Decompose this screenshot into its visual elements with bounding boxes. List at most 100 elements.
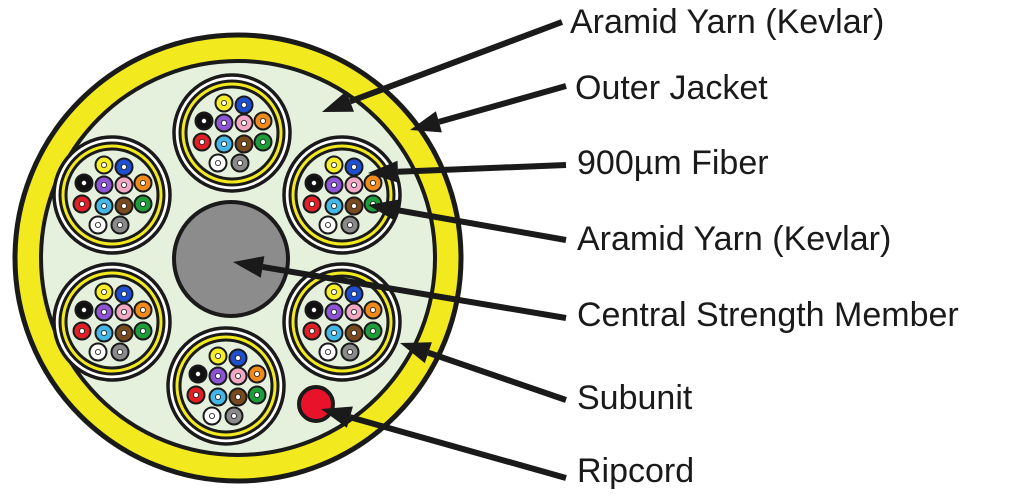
fiber-core: [95, 348, 102, 355]
leader-aramid-yarn-subunit: [368, 199, 567, 243]
fiber-core: [308, 200, 315, 207]
label-ripcord: Ripcord: [577, 452, 694, 490]
fiber-core: [200, 118, 207, 125]
arrowhead-icon: [410, 111, 442, 133]
fiber-core: [253, 391, 260, 398]
fiber-core: [350, 308, 357, 315]
fiber-core: [117, 348, 124, 355]
subunit: [52, 262, 172, 382]
fiber-core: [234, 372, 241, 379]
label-aramid-yarn-outer: Aramid Yarn (Kevlar): [570, 3, 884, 41]
leader-line: [438, 83, 567, 125]
label-outer-jacket: Outer Jacket: [575, 69, 768, 107]
fiber-core: [214, 393, 221, 400]
fiber-core: [139, 306, 146, 313]
fiber-core: [324, 348, 331, 355]
fiber-core: [101, 308, 108, 315]
fiber-core: [121, 329, 128, 336]
fiber-core: [198, 138, 205, 145]
fiber-core: [101, 202, 108, 209]
fiber-core: [330, 181, 337, 188]
label-900um-fiber: 900µm Fiber: [577, 144, 769, 182]
fiber-core: [350, 181, 357, 188]
fiber-core: [330, 161, 337, 168]
fiber-core: [139, 179, 146, 186]
fiber-core: [346, 348, 353, 355]
subunit-core: [64, 274, 160, 370]
fiber-core: [330, 202, 337, 209]
fiber-core: [350, 329, 357, 336]
arrowhead-icon: [368, 199, 400, 222]
fiber-core: [220, 100, 227, 107]
subunit-core: [178, 338, 274, 434]
leader-line: [397, 162, 567, 175]
fiber-core: [236, 159, 243, 166]
fiber-core: [214, 159, 221, 166]
subunit-core: [64, 147, 160, 243]
fiber-core: [240, 120, 247, 127]
fiber-core: [121, 202, 128, 209]
fiber-core: [101, 288, 108, 295]
fiber-core: [192, 391, 199, 398]
fiber-core: [121, 181, 128, 188]
subunit-core: [294, 274, 390, 370]
fiber-core: [369, 327, 376, 334]
fiber-core: [369, 306, 376, 313]
leader-line: [427, 349, 567, 403]
fiber-core: [208, 412, 215, 419]
fiber-core: [234, 393, 241, 400]
fiber-core: [330, 288, 337, 295]
leader-line: [349, 414, 567, 481]
subunit-core: [294, 147, 390, 243]
leader-central-strength-member: [233, 256, 567, 321]
fiber-core: [350, 290, 357, 297]
leader-outer-jacket: [410, 83, 567, 133]
fiber-core: [324, 221, 331, 228]
fiber-core: [310, 306, 317, 313]
fiber-core: [259, 118, 266, 125]
fiber-core: [220, 140, 227, 147]
fiber-core: [214, 372, 221, 379]
fiber-core: [81, 306, 88, 313]
fiber-core: [369, 179, 376, 186]
fiber-core: [350, 202, 357, 209]
arrowhead-icon: [322, 91, 354, 112]
fiber-core: [121, 163, 128, 170]
fiber-core: [139, 327, 146, 334]
fiber-core: [346, 221, 353, 228]
fiber-core: [101, 161, 108, 168]
subunit: [282, 262, 402, 382]
fiber-core: [121, 308, 128, 315]
fiber-core: [234, 354, 241, 361]
leader-subunit: [400, 342, 567, 403]
fiber-core: [230, 412, 237, 419]
leader-line: [349, 19, 564, 105]
subunit: [172, 73, 292, 193]
leader-aramid-yarn-outer: [322, 19, 564, 112]
leader-line: [262, 264, 567, 321]
fiber-core: [101, 329, 108, 336]
subunit-group: [52, 73, 402, 446]
label-aramid-yarn-subunit: Aramid Yarn (Kevlar): [577, 220, 891, 258]
label-central-strength-member: Central Strength Member: [577, 296, 959, 334]
fiber-core: [214, 352, 221, 359]
fiber-core: [101, 181, 108, 188]
arrowhead-icon: [233, 256, 265, 278]
fiber-core: [259, 138, 266, 145]
leader-line: [397, 207, 567, 243]
fiber-core: [79, 200, 86, 207]
fiber-core: [253, 370, 260, 377]
fiber-core: [240, 102, 247, 109]
central-strength-member: [172, 200, 290, 318]
subunit-core: [184, 85, 280, 181]
fiber-core: [81, 179, 88, 186]
fiber-core: [350, 163, 357, 170]
fiber-core: [220, 120, 227, 127]
fiber-core: [330, 308, 337, 315]
fiber-core: [330, 329, 337, 336]
subunit: [52, 135, 172, 255]
label-subunit: Subunit: [577, 379, 693, 417]
leader-900um-fiber: [368, 160, 567, 183]
fiber-core: [95, 221, 102, 228]
